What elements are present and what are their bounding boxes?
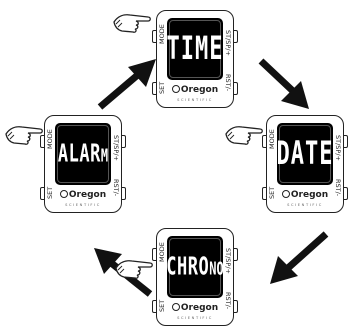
- st-sp-label: ST/SP/+: [112, 135, 120, 161]
- lcd-screen: CHRONO: [167, 236, 223, 298]
- mode-label: MODE: [268, 129, 276, 149]
- mode-label: MODE: [46, 129, 54, 149]
- brand-logo: Oregon: [44, 190, 122, 200]
- brand-subtitle: SCIENTIFIC: [177, 98, 213, 102]
- pointing-hand-icon: [113, 14, 151, 33]
- brand-logo: Oregon: [156, 303, 234, 313]
- lcd-screen: ALARM: [55, 123, 111, 185]
- watch-chrono-mode: CHRONO MODE SET ST/SP/+ RST/- Oregon SCI…: [150, 228, 240, 326]
- arrow-down-right-icon: [258, 58, 309, 109]
- brand-subtitle: SCIENTIFIC: [65, 203, 101, 207]
- pointing-hand-icon: [115, 260, 153, 279]
- st-sp-label: ST/SP/+: [334, 135, 342, 161]
- brand-logo: Oregon: [156, 85, 234, 95]
- pointing-hand-icon: [5, 126, 43, 145]
- watch-date-mode: DATE MODE SET ST/SP/+ RST/- Oregon SCIEN…: [260, 115, 350, 213]
- lcd-display-text: DATE: [277, 135, 333, 173]
- watch-time-mode: TIME MODE SET ST/SP/+ RST/- Oregon SCIEN…: [150, 10, 240, 108]
- lcd-screen: TIME: [167, 18, 223, 80]
- pointing-hand-icon: [225, 126, 263, 145]
- brand-subtitle: SCIENTIFIC: [287, 203, 323, 207]
- st-sp-label: ST/SP/+: [224, 248, 232, 274]
- lcd-display-text: TIME: [167, 30, 223, 68]
- arrow-up-right-icon: [97, 59, 156, 110]
- mode-label: MODE: [158, 24, 166, 44]
- brand-subtitle: SCIENTIFIC: [177, 316, 213, 320]
- arrow-down-left-icon: [270, 231, 329, 284]
- lcd-display-text: CHRONO: [167, 252, 223, 282]
- watch-alarm-mode: ALARM MODE SET ST/SP/+ RST/- Oregon SCIE…: [38, 115, 128, 213]
- lcd-screen: DATE: [277, 123, 333, 185]
- mode-label: MODE: [158, 242, 166, 262]
- lcd-display-text: ALARM: [57, 139, 109, 169]
- st-sp-label: ST/SP/+: [224, 30, 232, 56]
- brand-logo: Oregon: [266, 190, 344, 200]
